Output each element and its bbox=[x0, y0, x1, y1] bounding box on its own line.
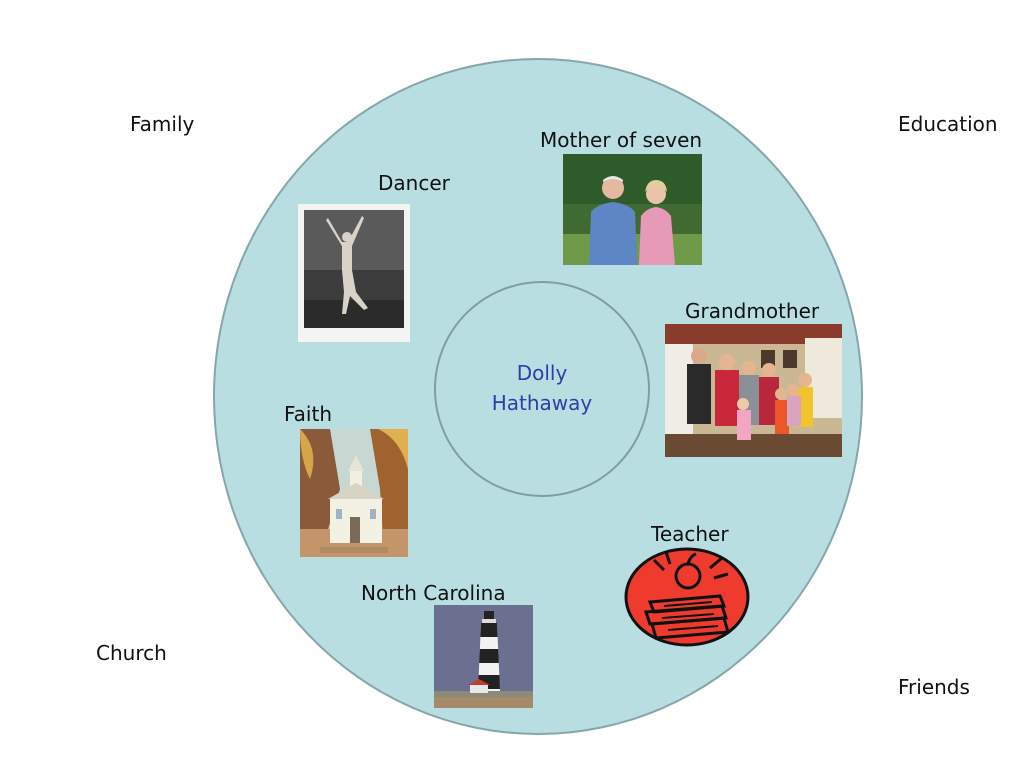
dancer-photo bbox=[298, 204, 410, 342]
label-north-carolina: North Carolina bbox=[361, 581, 506, 605]
center-name-last: Hathaway bbox=[491, 391, 593, 415]
label-mother-of-seven: Mother of seven bbox=[540, 128, 703, 152]
family-photo bbox=[665, 324, 842, 457]
label-faith: Faith bbox=[284, 402, 332, 426]
center-name-first: Dolly bbox=[516, 361, 568, 385]
lighthouse-picture bbox=[434, 605, 533, 708]
label-grandmother: Grandmother bbox=[685, 299, 820, 323]
inner-circle bbox=[434, 281, 650, 497]
teacher-books-apple-icon bbox=[624, 546, 750, 648]
label-teacher: Teacher bbox=[651, 522, 729, 546]
church-painting bbox=[300, 429, 408, 557]
label-dancer: Dancer bbox=[378, 171, 450, 195]
corner-label-church: Church bbox=[96, 641, 167, 665]
corner-label-education: Education bbox=[898, 112, 998, 136]
center-name: Dolly Hathaway bbox=[444, 358, 640, 418]
corner-label-family: Family bbox=[130, 112, 195, 136]
couple-photo bbox=[563, 154, 702, 265]
corner-label-friends: Friends bbox=[898, 675, 970, 699]
